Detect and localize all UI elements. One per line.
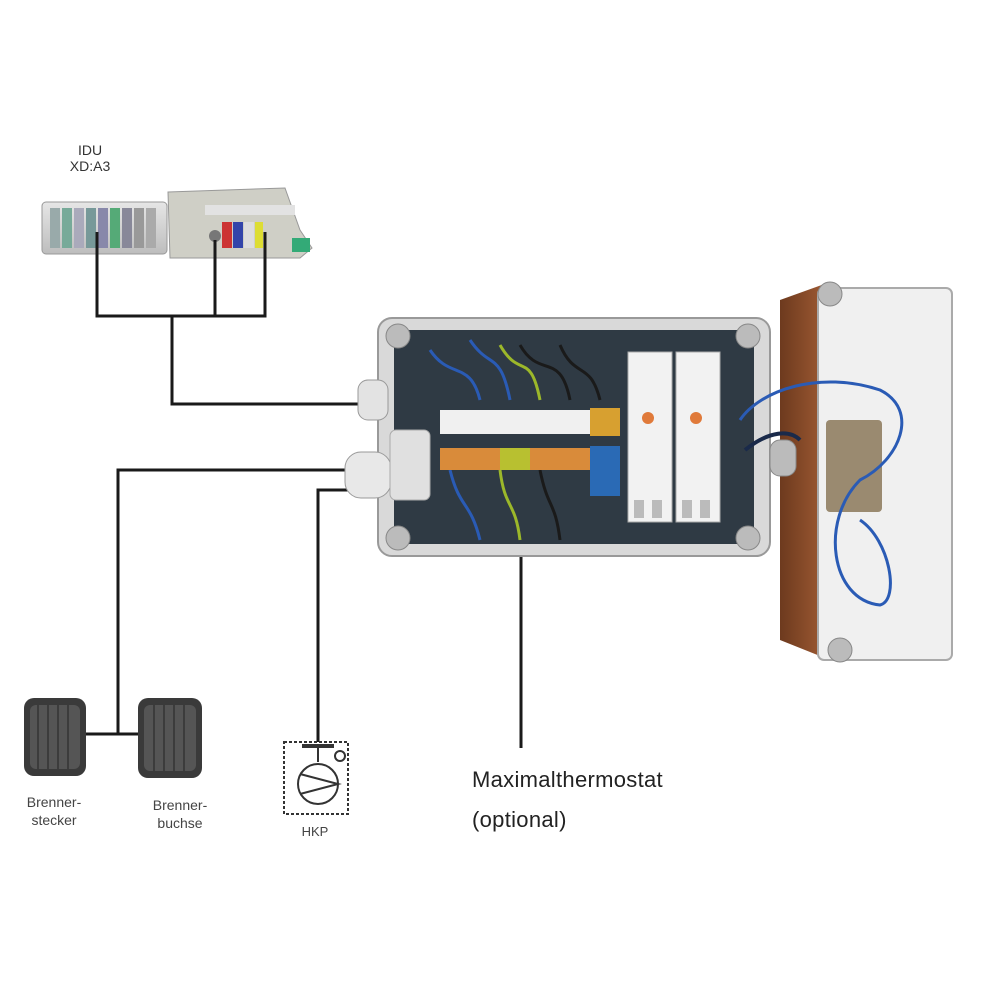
burner-wire xyxy=(116,468,350,734)
connection-wires xyxy=(84,468,523,748)
brenner-buchse-line2: buchse xyxy=(157,815,203,831)
idu-board xyxy=(41,187,313,259)
pump-wire xyxy=(316,488,360,742)
brenner-buchse-label: Brenner- buchse xyxy=(140,796,220,832)
idu-label-line2: XD:A3 xyxy=(69,158,111,174)
brenner-buchse-line1: Brenner- xyxy=(152,797,208,813)
thermostat-label-line1: Maximalthermostat xyxy=(472,767,663,792)
terminal-row-bottom xyxy=(440,446,620,496)
thermostat-label-line2: (optional) xyxy=(472,807,567,832)
idu-label-line1: IDU xyxy=(77,142,103,158)
control-box-lid xyxy=(738,281,953,663)
pump-symbol-icon xyxy=(283,741,349,815)
brenner-stecker-line1: Brenner- xyxy=(26,794,82,810)
thermostat-label: Maximalthermostat (optional) xyxy=(472,760,663,840)
relay-modules xyxy=(627,351,721,523)
burner-socket xyxy=(138,698,202,778)
idu-wires xyxy=(95,232,362,406)
brenner-stecker-line2: stecker xyxy=(31,812,77,828)
hkp-label: HKP xyxy=(301,824,329,839)
control-box xyxy=(344,317,771,557)
idu-terminal-strip xyxy=(50,208,156,248)
cable-gland xyxy=(357,379,389,421)
terminal-row-top xyxy=(440,408,620,436)
idu-label: IDU XD:A3 xyxy=(60,142,120,174)
cable-gland xyxy=(344,451,392,499)
brenner-stecker-label: Brenner- stecker xyxy=(14,793,94,829)
burner-plug xyxy=(24,698,86,776)
